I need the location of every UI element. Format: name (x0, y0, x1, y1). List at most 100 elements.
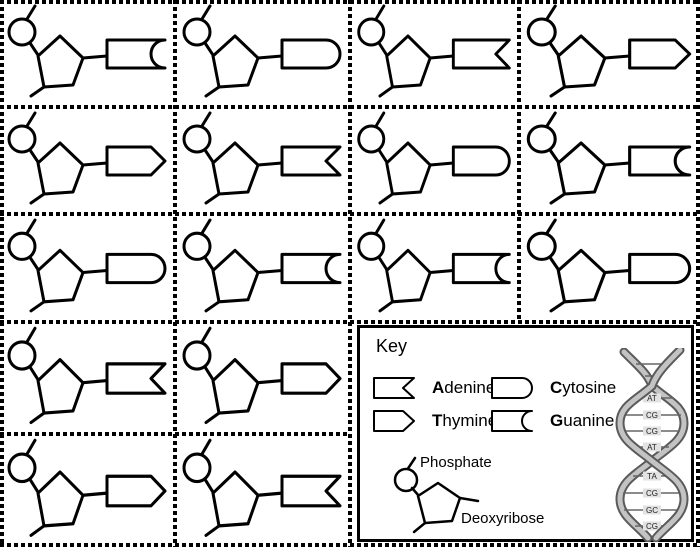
key-panel: Key Adenine Cytosine Thymine Guanine (357, 325, 694, 542)
deoxyribose-pentagon (211, 141, 260, 196)
base-bond-line (256, 269, 284, 275)
phosphate-stub-line (200, 111, 212, 128)
base-shape (451, 145, 511, 177)
base-shape (105, 252, 167, 285)
base-pair-label: CG (646, 522, 658, 531)
phosphate-sugar-bond (203, 477, 215, 494)
sugar-bottom-stub (204, 85, 221, 98)
base-pair-label: CG (646, 411, 658, 420)
phosphate-sugar-bond (203, 41, 215, 57)
sugar-right-stub (458, 496, 480, 503)
sugar-bottom-stub (29, 524, 46, 537)
sugar-bottom-stub (29, 85, 46, 98)
phosphate-circle (182, 17, 212, 47)
deoxyribose-pentagon (556, 248, 607, 304)
nucleotide-card (175, 107, 350, 214)
phosphate-circle (526, 124, 557, 154)
phosphate-stub-line (200, 218, 212, 235)
phosphate-circle (7, 124, 37, 154)
phosphate-stub-line (200, 326, 212, 344)
base-bond-line (603, 161, 632, 167)
sugar-bottom-stub (412, 521, 427, 534)
base-bond-line (81, 54, 109, 60)
phosphate-stub-line (374, 218, 386, 235)
phosphate-sugar-bond (203, 148, 215, 164)
base-shape (451, 252, 511, 285)
phosphate-circle (357, 231, 386, 261)
sugar-bottom-stub (204, 300, 221, 313)
phosphate-stub-line (25, 111, 37, 128)
phosphate-sugar-bond (377, 41, 389, 57)
grid-divider-horizontal (0, 432, 350, 436)
frame-right-border (696, 0, 700, 547)
phosphate-sugar-bond (203, 365, 215, 382)
phosphate-circle (182, 231, 212, 261)
deoxyribose-pentagon (36, 34, 85, 89)
base-bond-line (603, 269, 632, 275)
legend-item-cytosine: Cytosine (491, 377, 616, 399)
nucleotide-card (0, 214, 175, 322)
deoxyribose-pentagon (36, 141, 85, 196)
phosphate-circle (7, 17, 37, 47)
base-bond-line (256, 379, 284, 385)
deoxyribose-pentagon (211, 470, 260, 528)
phosphate-stub-line (545, 218, 557, 235)
base-bond-line (256, 491, 284, 497)
phosphate-sugar-bond (28, 255, 40, 272)
nucleotide-card (519, 0, 700, 107)
nucleotide-card (350, 107, 519, 214)
sugar-bottom-stub (549, 300, 567, 313)
adenine-shape-icon (373, 377, 415, 399)
phosphate-stub-line (374, 4, 386, 21)
phosphate-stub-line (25, 438, 37, 456)
base-shape (105, 474, 167, 508)
base-bond-line (81, 161, 109, 167)
grid-divider-horizontal (0, 105, 700, 109)
phosphate-stub-line (545, 4, 557, 21)
deoxyribose-pentagon (556, 34, 607, 89)
base-shape (280, 252, 342, 285)
legend-label: Adenine (432, 378, 496, 397)
nucleotide-card (519, 107, 700, 214)
phosphate-sugar-bond (203, 255, 215, 272)
phosphate-sugar-bond (377, 255, 389, 272)
base-shape (280, 362, 342, 395)
legend-label: Cytosine (550, 378, 617, 397)
base-shape (628, 252, 692, 285)
phosphate-deoxyribose-diagram (393, 456, 480, 534)
nucleotide-card (175, 0, 350, 107)
phosphate-label: Phosphate (420, 454, 492, 471)
sugar-bottom-stub (29, 411, 46, 425)
base-shape (451, 38, 511, 70)
sugar-bottom-stub (378, 300, 394, 313)
deoxyribose-pentagon (416, 481, 462, 525)
nucleotide-card (0, 107, 175, 214)
grid-divider-vertical (173, 0, 177, 547)
base-bond-line (81, 379, 109, 385)
legend-item-guanine: Guanine (491, 410, 614, 432)
deoxyribose-pentagon (556, 141, 607, 196)
deoxyribose-pentagon (385, 248, 432, 304)
deoxyribose-pentagon (211, 248, 260, 304)
nucleotide-card (175, 214, 350, 322)
nucleotide-card (175, 434, 350, 547)
sugar-bottom-stub (378, 85, 394, 98)
base-shape (105, 38, 167, 70)
base-pair-label: GC (646, 506, 658, 515)
base-shape (280, 474, 342, 508)
grid-divider-vertical (517, 0, 521, 322)
base-bond-line (428, 269, 455, 275)
phosphate-stub-line (25, 326, 37, 344)
base-bond-line (81, 491, 109, 497)
nucleotide-card (175, 322, 350, 434)
base-bond-line (256, 54, 284, 60)
phosphate-stub-line (25, 4, 37, 21)
base-bond-line (603, 54, 632, 60)
deoxyribose-pentagon (211, 358, 260, 415)
base-pair-label: CG (646, 427, 658, 436)
phosphate-circle (182, 340, 212, 371)
base-shape (105, 362, 167, 395)
base-shape (105, 145, 167, 177)
sugar-bottom-stub (204, 411, 221, 425)
